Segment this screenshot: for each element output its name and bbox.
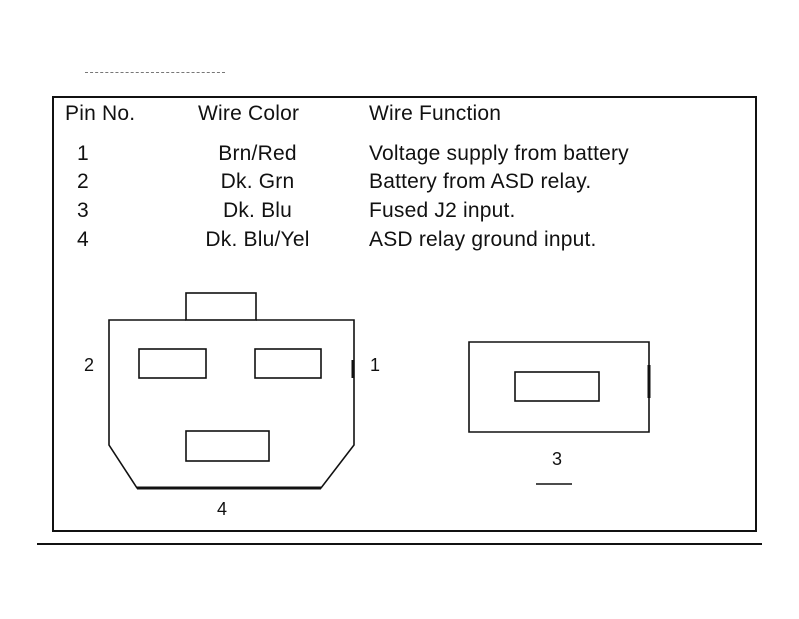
row-4-function: ASD relay ground input.	[369, 228, 597, 251]
connector-a-label-pin-4: 4	[217, 499, 228, 519]
header-wire-color: Wire Color	[198, 102, 300, 125]
connector-b-label-pin-3: 3	[552, 449, 563, 469]
row-2-function: Battery from ASD relay.	[369, 170, 592, 193]
connector-b	[468, 341, 651, 485]
connector-a-body	[108, 319, 355, 489]
pinout-frame	[52, 96, 757, 532]
connector-a-label-pin-2: 2	[84, 355, 95, 375]
connector-a	[108, 292, 355, 490]
connector-a-label-pin-1: 1	[370, 355, 381, 375]
row-4-color: Dk. Blu/Yel	[205, 228, 310, 251]
bottom-rule	[37, 543, 762, 545]
row-1-pin: 1	[77, 142, 89, 165]
row-4-pin: 4	[77, 228, 89, 251]
connector-a-cavity-1	[254, 348, 322, 379]
row-3-function: Fused J2 input.	[369, 199, 516, 222]
connector-b-cavity-3	[514, 371, 600, 402]
header-pin-no: Pin No.	[65, 102, 136, 125]
row-1-function: Voltage supply from battery	[369, 142, 629, 165]
row-1-color: Brn/Red	[218, 142, 297, 165]
row-3-color: Dk. Blu	[222, 199, 293, 222]
top-dash-rule	[85, 72, 225, 73]
row-2-color: Dk. Grn	[220, 170, 295, 193]
connector-b-body	[468, 341, 650, 433]
row-3-pin: 3	[77, 199, 89, 222]
connector-a-latch	[185, 292, 257, 321]
row-2-pin: 2	[77, 170, 89, 193]
connector-a-cavity-4	[185, 430, 270, 462]
header-wire-function: Wire Function	[369, 102, 502, 125]
connector-a-cavity-2	[138, 348, 207, 379]
